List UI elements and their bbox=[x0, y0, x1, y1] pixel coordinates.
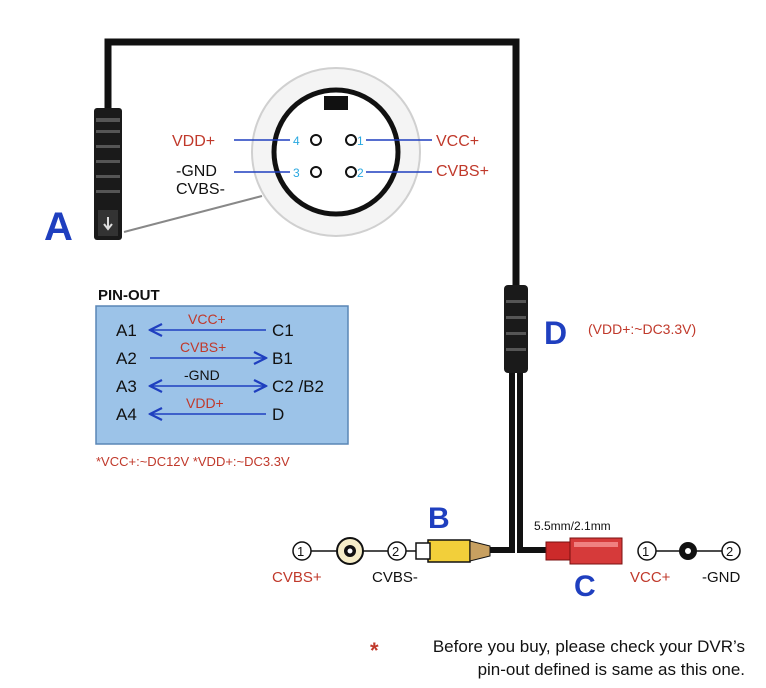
b-label-cvbs-plus: CVBS+ bbox=[272, 569, 322, 586]
connector-a-plug bbox=[94, 108, 122, 240]
cable-to-c bbox=[517, 372, 548, 553]
b-pin2-number: 2 bbox=[392, 544, 399, 559]
connector-d-note: (VDD+:~DC3.3V) bbox=[588, 321, 696, 337]
pinout-signal-vdd: VDD+ bbox=[186, 395, 224, 411]
pinout-right-c2b2: C2 /B2 bbox=[272, 377, 324, 396]
footer-line2: pin-out defined is same as this one. bbox=[478, 660, 745, 679]
pinout-right-c1: C1 bbox=[272, 321, 294, 340]
pinout-right-d: D bbox=[272, 405, 284, 424]
label-vdd: VDD+ bbox=[172, 133, 215, 150]
b-label-cvbs-minus: CVBS- bbox=[372, 569, 418, 586]
pinout-box bbox=[95, 305, 349, 445]
connector-b-plug bbox=[415, 539, 491, 563]
connector-c-plug bbox=[545, 537, 623, 565]
pinout-signal-cvbs: CVBS+ bbox=[180, 339, 226, 355]
connector-d-plug bbox=[504, 285, 528, 373]
cable-to-b bbox=[490, 372, 515, 553]
b-pin2-circle bbox=[387, 541, 407, 561]
pinout-left-a3: A3 bbox=[116, 377, 137, 396]
pin-number-3: 3 bbox=[293, 166, 300, 180]
leader-line bbox=[123, 195, 263, 233]
footer-star: * bbox=[370, 638, 379, 663]
pin-number-4: 4 bbox=[293, 134, 300, 148]
c-pin2-number: 2 bbox=[726, 544, 733, 559]
b-pin1-number: 1 bbox=[297, 544, 304, 559]
label-cvbs: CVBS+ bbox=[436, 163, 489, 180]
c-pin1-number: 1 bbox=[642, 544, 649, 559]
pin-leaders bbox=[234, 139, 432, 173]
connector-a-letter: A bbox=[44, 205, 73, 249]
label-cvbs-minus: CVBS- bbox=[176, 181, 225, 198]
pinout-signal-vcc: VCC+ bbox=[188, 311, 226, 327]
main-cable bbox=[104, 38, 520, 290]
pinout-left-a4: A4 bbox=[116, 405, 137, 424]
c-pin2-circle bbox=[721, 541, 741, 561]
footer-line1: Before you buy, please check your DVR’s bbox=[433, 637, 745, 656]
pinout-note: *VCC+:~DC12V *VDD+:~DC3.3V bbox=[96, 454, 290, 469]
c-label-vcc: VCC+ bbox=[630, 569, 671, 586]
label-gnd: -GND bbox=[176, 163, 217, 180]
pinout-title: PIN-OUT bbox=[98, 287, 160, 304]
pin-1-hole bbox=[345, 134, 357, 146]
rca-jack-b bbox=[336, 537, 364, 565]
pin-number-2: 2 bbox=[357, 166, 364, 180]
pinout-left-a1: A1 bbox=[116, 321, 137, 340]
pinout-signal-gnd: -GND bbox=[184, 367, 220, 383]
pinout-right-b1: B1 bbox=[272, 349, 293, 368]
connector-c-size: 5.5mm/2.1mm bbox=[534, 519, 611, 533]
pin-3-hole bbox=[310, 166, 322, 178]
pin-number-1: 1 bbox=[357, 134, 364, 148]
dc-jack-c bbox=[679, 542, 697, 560]
connector-d-letter: D bbox=[544, 315, 567, 351]
c-pin1-circle bbox=[637, 541, 657, 561]
connector-a-face bbox=[251, 67, 421, 237]
c-label-gnd: -GND bbox=[702, 569, 740, 586]
pinout-left-a2: A2 bbox=[116, 349, 137, 368]
pin-4-hole bbox=[310, 134, 322, 146]
b-pin1-circle bbox=[292, 541, 312, 561]
label-vcc: VCC+ bbox=[436, 133, 479, 150]
connector-c-letter: C bbox=[574, 570, 596, 603]
connector-b-letter: B bbox=[428, 502, 450, 535]
pin-2-hole bbox=[345, 166, 357, 178]
